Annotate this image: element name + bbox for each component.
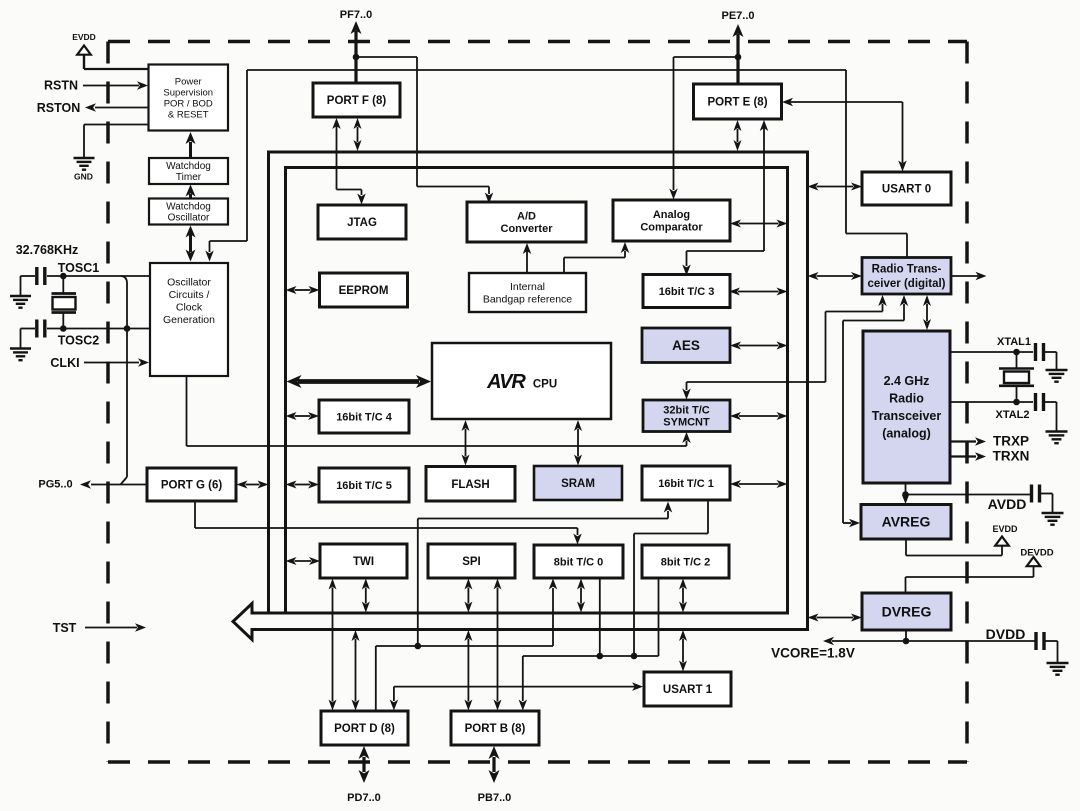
svg-text:TOSC1: TOSC1 — [58, 261, 99, 275]
svg-text:GND: GND — [74, 171, 93, 181]
svg-text:PORT F (8): PORT F (8) — [327, 95, 387, 107]
svg-text:PORT G (6): PORT G (6) — [161, 480, 223, 492]
svg-text:USART 0: USART 0 — [882, 184, 931, 196]
svg-text:CPU: CPU — [533, 379, 557, 391]
svg-text:XTAL2: XTAL2 — [995, 409, 1029, 421]
svg-text:JTAG: JTAG — [347, 217, 377, 229]
svg-text:USART 1: USART 1 — [663, 684, 713, 696]
svg-text:ceiver (digital): ceiver (digital) — [868, 278, 946, 290]
svg-text:Generation: Generation — [163, 314, 215, 326]
svg-text:PE7..0: PE7..0 — [721, 10, 754, 22]
svg-text:RSTON: RSTON — [37, 101, 81, 115]
svg-text:Watchdog: Watchdog — [166, 202, 211, 213]
svg-text:Radio Trans-: Radio Trans- — [872, 264, 942, 276]
svg-text:16bit T/C 1: 16bit T/C 1 — [658, 478, 714, 490]
svg-text:SRAM: SRAM — [561, 478, 595, 490]
svg-text:(analog): (analog) — [882, 427, 931, 441]
svg-text:16bit T/C 5: 16bit T/C 5 — [336, 480, 392, 492]
svg-text:SPI: SPI — [462, 556, 481, 568]
svg-text:Transceiver: Transceiver — [872, 409, 942, 423]
svg-text:POR / BOD: POR / BOD — [164, 98, 213, 109]
svg-text:Supervision: Supervision — [163, 87, 213, 98]
svg-text:TST: TST — [53, 621, 77, 635]
svg-text:XTAL1: XTAL1 — [997, 336, 1031, 348]
svg-text:EVDD: EVDD — [992, 524, 1018, 534]
svg-text:8bit T/C 2: 8bit T/C 2 — [661, 556, 711, 568]
svg-text:& RESET: & RESET — [168, 109, 209, 120]
svg-text:8bit T/C 0: 8bit T/C 0 — [554, 556, 604, 568]
svg-text:32.768KHz: 32.768KHz — [16, 243, 79, 257]
svg-text:Circuits /: Circuits / — [169, 289, 210, 301]
svg-text:32bit T/C: 32bit T/C — [663, 405, 710, 417]
svg-text:AVDD: AVDD — [988, 496, 1027, 512]
svg-text:DVREG: DVREG — [882, 603, 932, 619]
svg-text:16bit T/C 3: 16bit T/C 3 — [659, 286, 715, 298]
svg-text:AVREG: AVREG — [882, 514, 931, 530]
svg-text:DEVDD: DEVDD — [1020, 547, 1053, 558]
svg-text:AVR: AVR — [486, 371, 526, 393]
svg-text:A/D: A/D — [517, 211, 536, 223]
svg-text:EVDD: EVDD — [72, 32, 96, 42]
svg-text:2.4 GHz: 2.4 GHz — [884, 374, 930, 388]
svg-text:PORT E (8): PORT E (8) — [707, 97, 767, 109]
svg-text:PORT D (8): PORT D (8) — [334, 723, 395, 735]
svg-text:Internal: Internal — [510, 281, 545, 293]
svg-text:Timer: Timer — [176, 172, 202, 183]
svg-text:Oscillator: Oscillator — [168, 213, 210, 224]
svg-text:TWI: TWI — [353, 556, 374, 568]
svg-text:Clock: Clock — [176, 301, 203, 313]
svg-text:DVDD: DVDD — [986, 626, 1026, 642]
svg-text:CLKI: CLKI — [50, 356, 79, 370]
svg-text:Converter: Converter — [501, 223, 554, 235]
svg-text:Comparator: Comparator — [640, 222, 703, 234]
svg-text:PORT B (8): PORT B (8) — [465, 723, 526, 735]
svg-text:PB7..0: PB7..0 — [478, 792, 512, 804]
svg-text:AES: AES — [672, 338, 700, 353]
svg-text:TRXP: TRXP — [993, 434, 1029, 449]
svg-text:EEPROM: EEPROM — [339, 285, 389, 297]
svg-text:PD7..0: PD7..0 — [347, 792, 381, 804]
svg-text:Analog: Analog — [653, 209, 690, 221]
svg-text:RSTN: RSTN — [44, 78, 78, 92]
svg-text:Watchdog: Watchdog — [166, 161, 211, 172]
svg-text:Power: Power — [175, 76, 202, 87]
svg-text:TOSC2: TOSC2 — [58, 333, 99, 347]
svg-text:TRXN: TRXN — [993, 449, 1030, 464]
svg-text:SYMCNT: SYMCNT — [663, 417, 710, 429]
svg-text:PG5..0: PG5..0 — [38, 478, 72, 490]
svg-text:Radio: Radio — [889, 392, 924, 406]
svg-text:VCORE=1.8V: VCORE=1.8V — [771, 646, 855, 661]
svg-text:Oscillator: Oscillator — [167, 276, 211, 288]
svg-text:FLASH: FLASH — [451, 479, 489, 491]
svg-text:16bit T/C 4: 16bit T/C 4 — [336, 411, 393, 423]
svg-text:PF7..0: PF7..0 — [340, 9, 372, 21]
svg-text:Bandgap reference: Bandgap reference — [483, 293, 572, 305]
